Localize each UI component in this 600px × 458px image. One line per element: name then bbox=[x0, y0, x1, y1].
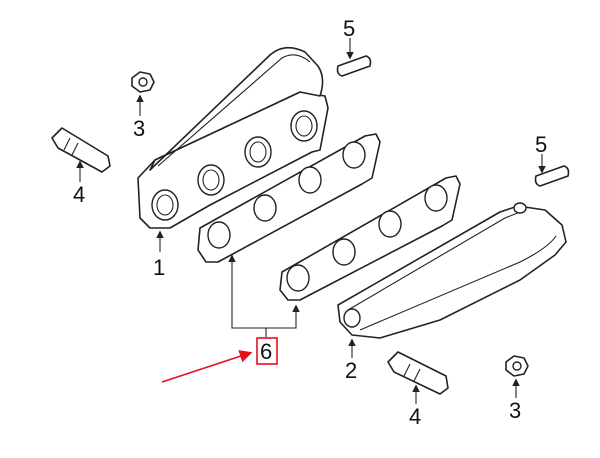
exhaust-manifold-right bbox=[337, 202, 567, 339]
nut-top bbox=[131, 71, 155, 93]
exhaust-manifold-left bbox=[137, 46, 329, 229]
gasket-upper bbox=[197, 133, 381, 263]
callout-4-left: 4 bbox=[73, 182, 85, 207]
highlight-arrow bbox=[161, 350, 253, 383]
callout-5-right: 5 bbox=[535, 132, 547, 157]
stud-bottom bbox=[387, 351, 449, 395]
leader-lines bbox=[76, 38, 546, 404]
callout-3-bottom: 3 bbox=[509, 398, 521, 423]
callout-3-top: 3 bbox=[133, 116, 145, 141]
callout-4-bottom: 4 bbox=[409, 404, 421, 429]
highlight-box bbox=[256, 337, 278, 365]
callout-1: 1 bbox=[153, 255, 165, 280]
bolt-top bbox=[336, 55, 372, 77]
gasket-lower bbox=[279, 175, 461, 301]
nut-bottom bbox=[505, 355, 529, 377]
callout-6: 6 bbox=[260, 339, 272, 364]
stud-left bbox=[51, 127, 111, 173]
callout-5-top: 5 bbox=[343, 16, 355, 41]
bolt-right bbox=[534, 165, 570, 187]
callout-2: 2 bbox=[345, 358, 357, 383]
